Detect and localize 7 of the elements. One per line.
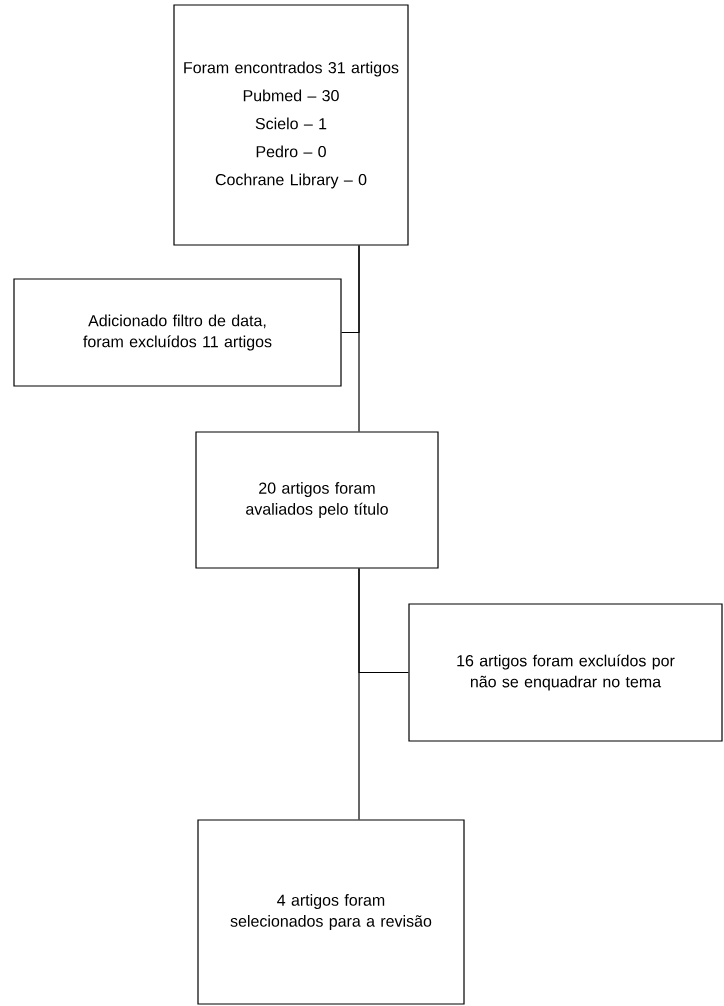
process-box: Adicionado filtro de data, foram excluídos 11 artigos	[13, 278, 342, 387]
process-box: 16 artigos foram excluídos por não se enquadrar no tema	[408, 603, 723, 742]
process-box: Foram encontrados 31 artigos Pubmed – 30 Scielo – 1 Pedro – 0 Cochrane Library – 0	[173, 4, 409, 246]
connector-line	[358, 245, 360, 432]
connector-line	[358, 568, 360, 820]
process-box: 20 artigos foram avaliados pelo título	[195, 431, 439, 569]
process-box: 4 artigos foram selecionados para a revisão	[197, 819, 465, 1005]
